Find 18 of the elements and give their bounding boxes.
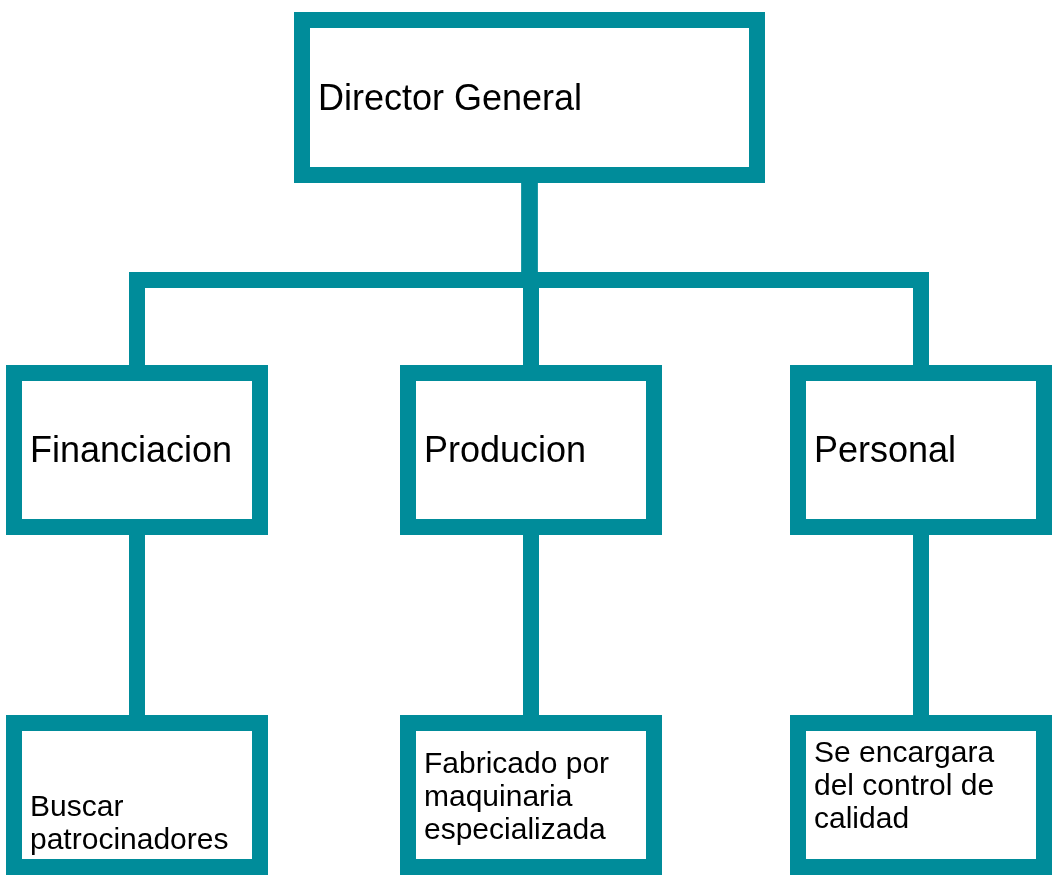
org-box — [400, 715, 662, 875]
org-box — [6, 715, 268, 875]
connector-line — [521, 183, 929, 365]
connector-line — [129, 535, 145, 715]
org-box — [294, 12, 765, 183]
box-label: Buscar patrocinadores — [30, 789, 230, 855]
connector-line — [913, 535, 929, 715]
box-label: Personal — [814, 430, 957, 470]
org-box — [790, 715, 1052, 875]
box-label: Se encargara del control de calidad — [814, 735, 996, 834]
box-label: Producion — [424, 430, 587, 470]
org-box — [400, 365, 662, 535]
box-label: Financiacion — [30, 430, 233, 470]
org-box — [6, 365, 268, 535]
box-label: Fabricado por maquinaria especializada — [424, 745, 611, 845]
connector-line — [523, 535, 539, 715]
box-label: Director General — [318, 77, 583, 118]
org-box — [790, 365, 1052, 535]
